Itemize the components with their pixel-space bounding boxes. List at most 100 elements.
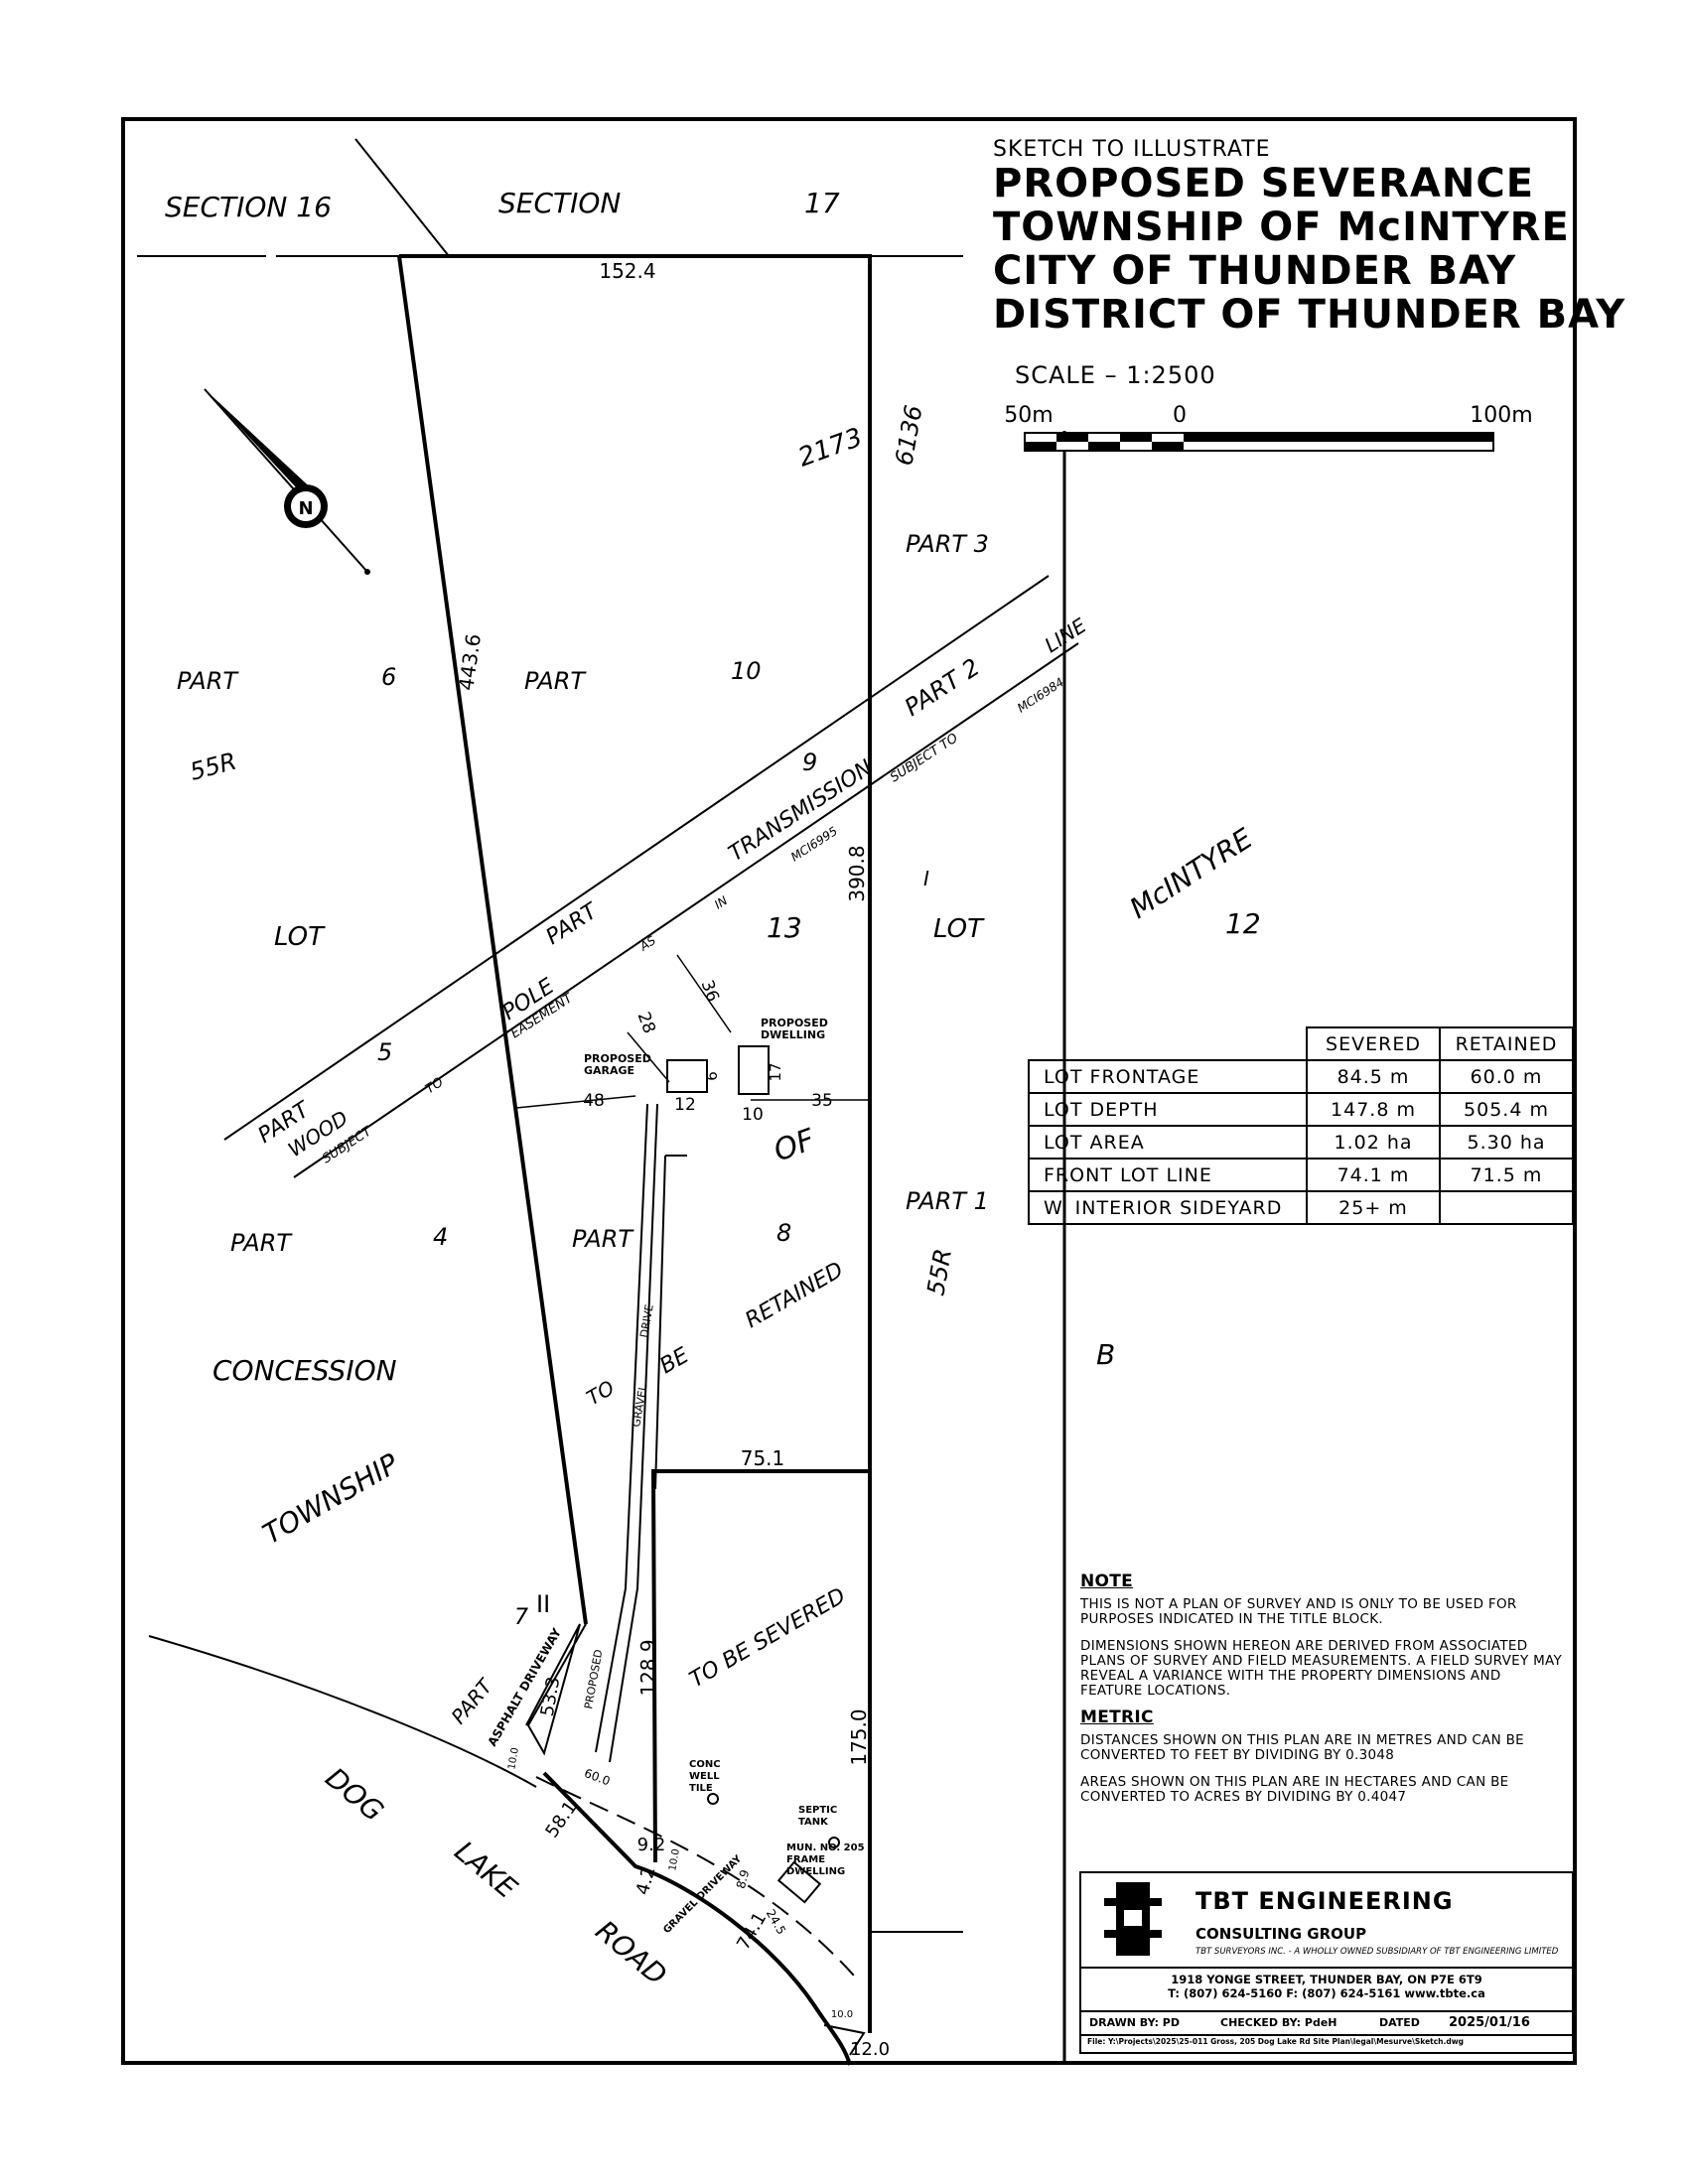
col-severed: SEVERED — [1306, 1026, 1441, 1061]
label-proposed-dwelling-2: DWELLING — [761, 1028, 825, 1041]
label-mci6995: MCI6995 — [788, 824, 840, 865]
table-corner — [1029, 1027, 1308, 1061]
company-address: 1918 YONGE STREET, THUNDER BAY, ON P7E 6… — [1171, 1973, 1482, 1986]
label-b: B — [1096, 1338, 1115, 1371]
cell-retained — [1439, 1190, 1574, 1225]
title-line-2: PROPOSED SEVERANCE — [993, 161, 1535, 206]
company-name: TBT ENGINEERING — [1196, 1887, 1454, 1915]
scale-tick-left: 50m — [1004, 403, 1053, 428]
dim-sever-west: 128.9 — [636, 1639, 660, 1696]
north-arrow-icon: N — [204, 388, 370, 575]
dim-garage-6: 6 — [703, 1071, 721, 1081]
title-line-3: TOWNSHIP OF McINTYRE — [993, 205, 1570, 250]
label-proposed-dwelling-1: PROPOSED — [761, 1017, 828, 1029]
label-proposed-garage-2: GARAGE — [584, 1064, 634, 1077]
scale-label: SCALE – 1:2500 — [1015, 361, 1216, 389]
label-4: 4 — [433, 1223, 448, 1251]
label-12: 12 — [1225, 907, 1261, 940]
dim-12: 12 — [674, 1095, 696, 1115]
note-heading: NOTE — [1080, 1571, 1134, 1591]
existing-frame-dwelling — [776, 1860, 822, 1904]
tbt-logo-icon — [1104, 1882, 1162, 1956]
cell-retained: 60.0 m — [1439, 1059, 1574, 1094]
label-lot-east: LOT — [933, 914, 985, 944]
dim-35: 35 — [811, 1091, 833, 1111]
dim-east: 390.8 — [845, 845, 869, 901]
label-township: TOWNSHIP — [257, 1447, 404, 1552]
label-6: 6 — [381, 663, 396, 691]
label-part-7: PART — [446, 1673, 497, 1728]
dim-48: 48 — [583, 1091, 605, 1111]
label-septic-1: SEPTIC — [798, 1805, 837, 1816]
drawn-by: DRAWN BY: PD — [1089, 2016, 1181, 2029]
drawing-info-row: DRAWN BY: PD CHECKED BY: PdeH DATED 2025… — [1081, 2010, 1572, 2036]
label-mun-3: DWELLING — [786, 1866, 845, 1877]
label-conc-well-1: CONC — [689, 1759, 721, 1770]
dated-value: 2025/01/16 — [1449, 2015, 1530, 2030]
label-mun-2: FRAME — [786, 1854, 825, 1865]
cell-severed: 84.5 m — [1306, 1059, 1441, 1094]
dim-sever-east: 175.0 — [847, 1708, 871, 1765]
label-septic-2: TANK — [798, 1817, 829, 1828]
proposed-garage — [666, 1059, 708, 1093]
dim-road-k: 10.0 — [831, 2009, 853, 2020]
label-lot-west: LOT — [274, 922, 326, 952]
dim-retained-south: 75.1 — [741, 1446, 785, 1470]
dog-lake-road-lines — [148, 1635, 963, 2066]
cell-retained: 505.4 m — [1439, 1092, 1574, 1127]
dated-label: DATED — [1379, 2016, 1420, 2029]
well-icon — [707, 1793, 719, 1805]
label-part-centre: PART — [524, 667, 587, 695]
label-i: I — [923, 867, 929, 890]
company-address-block: 1918 YONGE STREET, THUNDER BAY, ON P7E 6… — [1081, 1973, 1572, 2000]
label-gravel: GRAVEL — [630, 1383, 649, 1429]
label-8: 8 — [776, 1219, 791, 1247]
dim-36: 36 — [697, 978, 723, 1005]
cell-severed: 74.1 m — [1306, 1158, 1441, 1192]
title-block-header: SKETCH TO ILLUSTRATE PROPOSED SEVERANCE … — [993, 137, 1626, 338]
scale-bar: 50m 0 100m — [1004, 403, 1533, 452]
label-subject-to-upper: SUBJECT TO — [888, 731, 961, 785]
dim-road-c: 9.2 — [637, 1835, 666, 1855]
cell-severed: 1.02 ha — [1306, 1125, 1441, 1160]
col-retained: RETAINED — [1439, 1026, 1574, 1061]
section-16-label: SECTION 16 — [165, 191, 332, 223]
label-to-be-to: TO — [583, 1376, 619, 1411]
label-dog: DOG — [320, 1761, 390, 1828]
title-line-5: DISTRICT OF THUNDER BAY — [993, 292, 1626, 338]
row-label: FRONT LOT LINE — [1028, 1158, 1308, 1192]
transmission-easement — [223, 575, 1079, 1178]
dim-28: 28 — [633, 1010, 659, 1036]
dim-road-f: 12.0 — [850, 2039, 890, 2060]
metric-heading: METRIC — [1080, 1707, 1154, 1727]
file-path: File: Y:\Projects\2025\25-011 Gross, 205… — [1087, 2037, 1465, 2046]
row-label: W. INTERIOR SIDEYARD — [1028, 1190, 1308, 1225]
label-proposed-drive: PROPOSED — [582, 1649, 605, 1710]
label-5: 5 — [377, 1038, 392, 1066]
severed-parcel-boundary — [650, 1469, 872, 2033]
dim-10: 10 — [742, 1105, 764, 1125]
scale-tick-mid: 0 — [1173, 403, 1187, 428]
label-drive: DRIVE — [637, 1303, 656, 1339]
driveway-lines — [525, 1103, 687, 1763]
label-as: AS — [636, 933, 658, 954]
company-group: CONSULTING GROUP — [1196, 1925, 1367, 1943]
retained-parcel-boundary — [397, 254, 872, 1625]
notes-section: NOTE THIS IS NOT A PLAN OF SURVEY AND IS… — [1080, 1571, 1567, 1817]
title-line-1: SKETCH TO ILLUSTRATE — [993, 137, 1271, 162]
label-part-2: PART 2 — [900, 653, 985, 722]
metric-paragraph-1: DISTANCES SHOWN ON THIS PLAN ARE IN METR… — [1080, 1732, 1524, 1763]
table-row: LOT AREA 1.02 ha 5.30 ha — [1028, 1125, 1574, 1160]
label-proposed-garage-1: PROPOSED — [584, 1052, 651, 1065]
dim-road-b: 60.0 — [582, 1766, 612, 1788]
label-part-3: PART 3 — [906, 530, 989, 558]
label-part-4b: PART — [572, 1225, 634, 1253]
dim-west: 443.6 — [454, 632, 486, 692]
dim-road-i: 8.9 — [734, 1868, 752, 1890]
cell-severed: 25+ m — [1306, 1190, 1441, 1225]
label-2173: 2173 — [794, 423, 866, 474]
company-header: TBT ENGINEERING CONSULTING GROUP TBT SUR… — [1081, 1873, 1572, 1969]
row-label: LOT FRONTAGE — [1028, 1059, 1308, 1094]
label-55r: 55R — [187, 748, 239, 786]
